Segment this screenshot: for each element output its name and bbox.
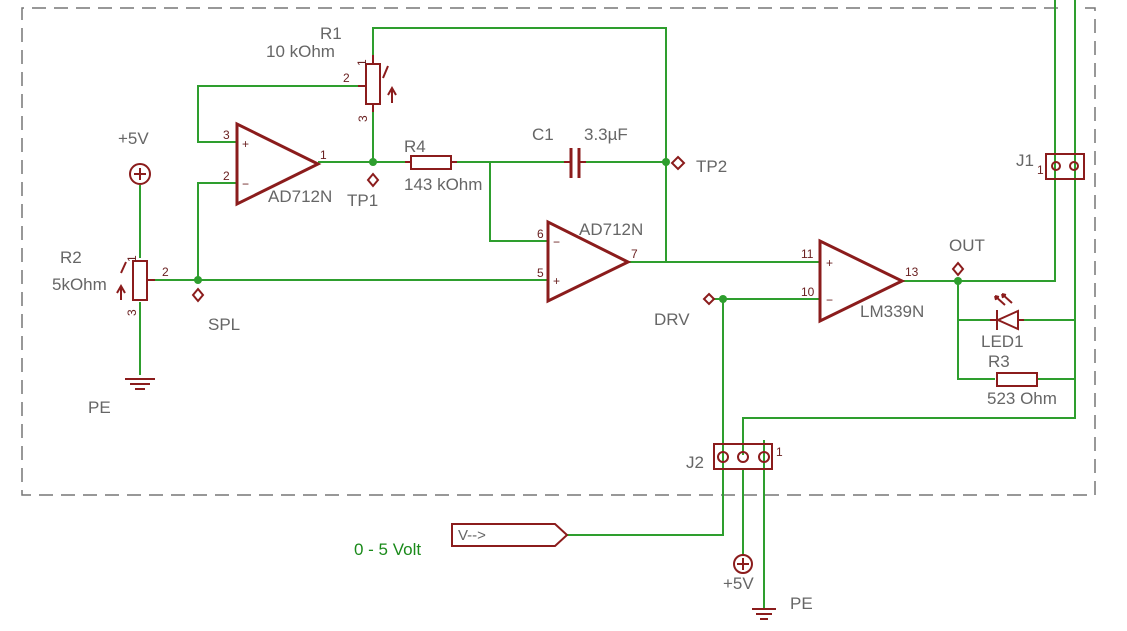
testpoint-tp2[interactable]: TP2: [670, 155, 727, 176]
u3-pin-plus: 11: [801, 247, 814, 261]
testpoint-out[interactable]: OUT: [949, 236, 985, 277]
j1-pin-1: 1: [1037, 163, 1044, 177]
c1-value: 3.3µF: [584, 125, 628, 144]
j2-name: J2: [686, 453, 704, 472]
supply-5v-top: +5V: [118, 129, 151, 185]
r4-name: R4: [404, 137, 426, 156]
connector-j2[interactable]: J2 1: [686, 443, 783, 472]
led-led1[interactable]: LED1: [981, 293, 1024, 351]
svg-text:+: +: [826, 256, 833, 270]
led1-name: LED1: [981, 332, 1024, 351]
out-label: OUT: [949, 236, 985, 255]
u1-pin-out: 1: [320, 148, 327, 162]
capacitor-c1[interactable]: C1 3.3µF: [532, 125, 628, 178]
r2-name: R2: [60, 248, 82, 267]
resistor-r2[interactable]: R2 5kOhm 1 2 3: [52, 248, 169, 316]
testpoint-tp1[interactable]: TP1: [347, 172, 380, 210]
r1-pin-1: 1: [355, 59, 369, 66]
pe-bottom-label: PE: [790, 594, 813, 613]
r1-pin-2: 2: [343, 71, 350, 85]
r1-value: 10 kOhm: [266, 42, 335, 61]
svg-text:+: +: [553, 274, 560, 288]
u1-pin-plus: 3: [223, 128, 230, 142]
r2-pin-3: 3: [125, 309, 139, 316]
spl-label: SPL: [208, 315, 240, 334]
j1-name: J1: [1016, 151, 1034, 170]
u1-name: AD712N: [268, 187, 332, 206]
u3-pin-out: 13: [905, 265, 919, 279]
svg-text:−: −: [826, 293, 833, 307]
resistor-r4[interactable]: R4 143 kOhm: [404, 137, 482, 194]
r1-name: R1: [320, 24, 342, 43]
r2-value: 5kOhm: [52, 275, 107, 294]
supply-5v-bottom: +5V: [723, 554, 754, 593]
svg-text:+: +: [242, 137, 249, 151]
comparator-u3[interactable]: + − 11 10 13 LM339N: [801, 238, 924, 324]
r1-pin-3: 3: [356, 115, 370, 122]
r4-value: 143 kOhm: [404, 175, 482, 194]
u3-name: LM339N: [860, 302, 924, 321]
vcc-top-label: +5V: [118, 129, 149, 148]
input-port-label: V-->: [458, 527, 486, 544]
ground-pe-left: PE: [88, 378, 155, 417]
u1-pin-minus: 2: [223, 169, 230, 183]
tp1-label: TP1: [347, 191, 378, 210]
u2-name: AD712N: [579, 220, 643, 239]
u2-pin-minus: 6: [537, 227, 544, 241]
u3-pin-minus: 10: [801, 285, 815, 299]
testpoint-spl[interactable]: SPL: [191, 287, 240, 334]
vcc-bottom-label: +5V: [723, 574, 754, 593]
resistor-r3[interactable]: R3 523 Ohm: [987, 352, 1057, 408]
svg-text:−: −: [242, 177, 249, 191]
u2-pin-out: 7: [631, 247, 638, 261]
u2-pin-plus: 5: [537, 266, 544, 280]
sheet-frame: [21, 7, 1096, 496]
r2-pin-1: 1: [125, 255, 139, 262]
connector-j1[interactable]: J1 1: [1016, 151, 1085, 180]
r2-pin-2: 2: [162, 265, 169, 279]
junctions: [194, 158, 962, 303]
r3-name: R3: [988, 352, 1010, 371]
tp2-label: TP2: [696, 157, 727, 176]
c1-name: C1: [532, 125, 554, 144]
wires: [139, 0, 1076, 608]
svg-text:−: −: [553, 235, 560, 249]
opamp-u2[interactable]: − + 6 5 7 AD712N: [537, 219, 643, 304]
ground-pe-bottom: PE: [752, 594, 813, 620]
input-range-label: 0 - 5 Volt: [354, 540, 421, 559]
testpoint-drv[interactable]: DRV: [654, 292, 716, 329]
opamp-u1[interactable]: + − 3 2 1 AD712N: [223, 121, 332, 207]
pe-left-label: PE: [88, 398, 111, 417]
j2-pin-1: 1: [776, 445, 783, 459]
resistor-r1[interactable]: R1 10 kOhm 1 2 3: [266, 24, 397, 122]
input-port[interactable]: V-->: [451, 523, 569, 547]
r3-value: 523 Ohm: [987, 389, 1057, 408]
drv-label: DRV: [654, 310, 690, 329]
